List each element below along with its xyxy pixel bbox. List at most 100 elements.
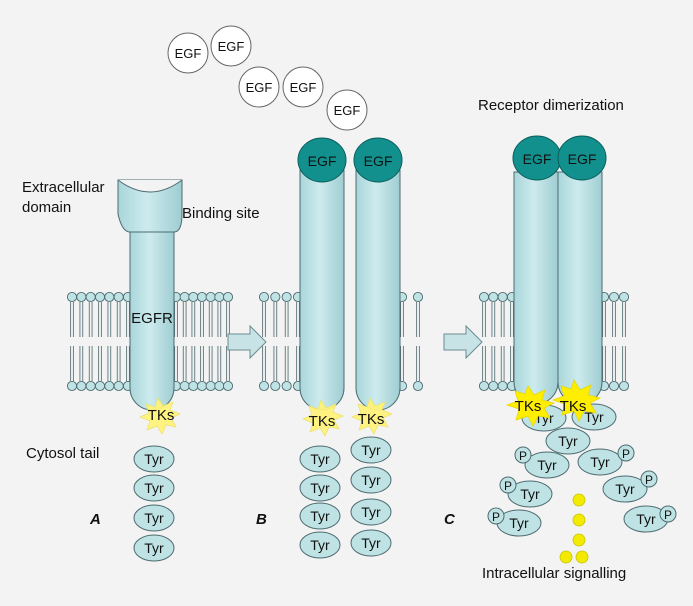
panel-b: EGF EGF TKs TKs Tyr Tyr Tyr Tyr Tyr Tyr (256, 137, 403, 559)
tyr-label: Tyr (361, 472, 381, 488)
tyr-chain-b-left: Tyr Tyr Tyr Tyr (299, 445, 341, 559)
tyr-label: Tyr (509, 515, 529, 531)
lipid-head (478, 380, 490, 392)
lipid-head (281, 380, 292, 392)
lipid-head (76, 380, 87, 392)
tks-label-b-right: TKs (358, 411, 385, 428)
tyr-label: Tyr (537, 457, 557, 473)
panel-a: TKs EGFR Tyr Tyr Tyr Tyr Extracellular d… (22, 179, 260, 562)
lipid-head (214, 380, 225, 392)
phosphate-label: P (504, 479, 512, 493)
panel-label-b: B (256, 511, 267, 528)
lipid-head (488, 291, 499, 303)
tyr-label: Tyr (636, 511, 656, 527)
panel-label-c: C (444, 511, 456, 528)
lipid-head (188, 380, 199, 392)
phosphate-label: P (519, 449, 527, 463)
lipid-head (205, 380, 216, 392)
lipid-head (196, 291, 208, 303)
receptor-b-left: EGF (297, 137, 347, 411)
lipid-head (412, 291, 424, 303)
tyr-label: Tyr (310, 508, 330, 524)
phosphate-label: P (492, 510, 500, 524)
lipid-head (179, 380, 190, 392)
phosphate-label: P (664, 508, 672, 522)
lipid-head (205, 291, 216, 303)
free-egf-group: EGF EGF EGF EGF EGF (167, 25, 368, 131)
lipid-head (497, 291, 508, 303)
tyr-label: Tyr (361, 442, 381, 458)
lipid-head (66, 291, 78, 303)
lipid-head (214, 291, 225, 303)
tks-burst-b-left (301, 399, 345, 437)
panel-label-a: A (89, 511, 101, 528)
tyr-label: Tyr (615, 481, 635, 497)
arrow-a-to-b (227, 324, 267, 360)
egf-label: EGF (568, 151, 597, 167)
lipid-head (412, 380, 424, 392)
tyr-label: Tyr (144, 540, 164, 556)
lipid-head (478, 291, 490, 303)
egf-label: EGF (334, 103, 361, 118)
receptor-dimer-c: EGF EGF (512, 135, 607, 405)
lipid-head (104, 380, 115, 392)
lipid-head (281, 291, 292, 303)
binding-site-label: Binding site (182, 205, 260, 222)
lipid-head (179, 291, 190, 303)
lipid-head (258, 291, 270, 303)
receptor-dimerization-label: Receptor dimerization (478, 97, 624, 114)
tyr-label: Tyr (590, 454, 610, 470)
extracellular-domain-label: Extracellular domain (22, 179, 109, 216)
lipid-head (104, 291, 115, 303)
lipid-head (222, 380, 234, 392)
tyr-label: Tyr (361, 504, 381, 520)
tyr-chain-b-right: Tyr Tyr Tyr Tyr (350, 436, 392, 557)
tks-label-a: TKs (148, 407, 175, 424)
lipid-head (497, 380, 508, 392)
egfr-label: EGFR (131, 310, 173, 327)
egf-label: EGF (218, 39, 245, 54)
egf-label: EGF (175, 46, 202, 61)
lipid-head (222, 291, 234, 303)
intracellular-signalling-label: Intracellular signalling (482, 565, 626, 582)
lipid-head (608, 291, 620, 303)
tyr-label: Tyr (144, 480, 164, 496)
tyr-cluster-c: Tyr Tyr Tyr Tyr Tyr Tyr Tyr Tyr Tyr (496, 403, 669, 537)
lipid-head (94, 291, 106, 303)
egf-label: EGF (290, 80, 317, 95)
lipid-head (258, 380, 270, 392)
tks-burst-c-right (551, 379, 602, 422)
arrow-b-to-c (443, 324, 483, 360)
tks-label-c-left: TKs (515, 398, 542, 415)
panel-c: EGF EGF Tyr Tyr Tyr Tyr Tyr Tyr Tyr Tyr … (444, 97, 677, 582)
lipid-head (608, 380, 620, 392)
tyr-label: Tyr (310, 480, 330, 496)
lipid-head (188, 291, 199, 303)
lipid-head (488, 380, 499, 392)
lipid-head (66, 380, 78, 392)
tyr-label: Tyr (310, 537, 330, 553)
lipid-head (618, 380, 630, 392)
tyr-label: Tyr (310, 451, 330, 467)
tks-label-c-right: TKs (560, 398, 587, 415)
lipid-head (196, 380, 208, 392)
binding-site-cavity (117, 179, 183, 193)
tyr-label: Tyr (584, 409, 604, 425)
lipid-head (85, 291, 96, 303)
tyr-label: Tyr (520, 486, 540, 502)
tks-burst-c-left (505, 385, 556, 427)
lipid-head (113, 380, 124, 392)
lipid-head (270, 380, 281, 392)
tyr-label: Tyr (361, 535, 381, 551)
signalling-dots (559, 493, 589, 564)
egf-label: EGF (364, 153, 393, 169)
tyr-label: Tyr (558, 433, 578, 449)
phosphate-label: P (645, 473, 653, 487)
tyr-label: Tyr (144, 451, 164, 467)
lipid-head (113, 291, 124, 303)
receptor-b-right: EGF (353, 137, 403, 411)
lipid-head (76, 291, 87, 303)
lipid-head (94, 380, 106, 392)
